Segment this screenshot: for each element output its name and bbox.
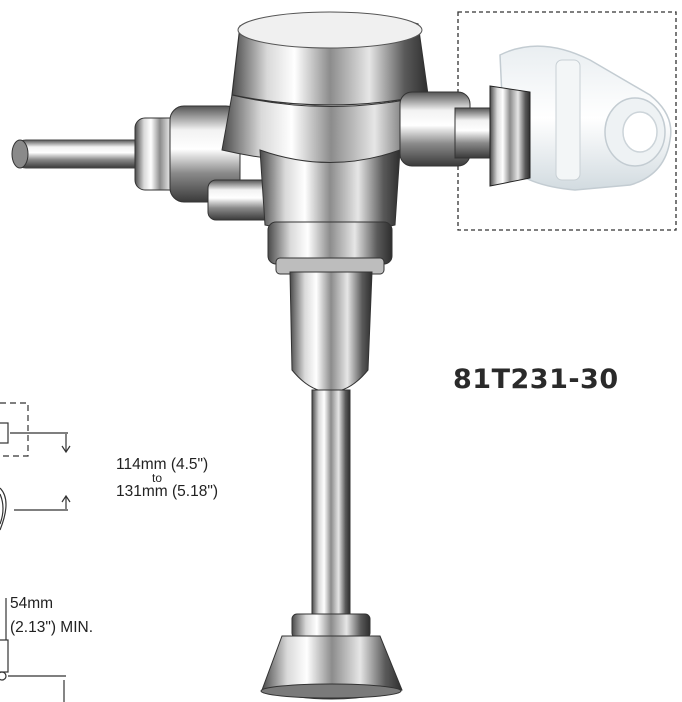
- dimension-drawing: [0, 402, 71, 702]
- tailpiece-pipe: [260, 257, 403, 700]
- valve-body: [221, 11, 441, 265]
- dimension-min-label: 114mm (4.5"): [116, 456, 209, 473]
- dimension-max-label: 131mm (5.18"): [116, 483, 218, 500]
- dimension-joiner-label: to: [152, 471, 163, 485]
- flush-handle: [11, 105, 289, 221]
- clearance-label-line2: (2.13") MIN.: [10, 619, 94, 636]
- spud-connection: [399, 85, 531, 187]
- model-number: 81T231-30: [453, 364, 619, 395]
- clearance-label-line1: 54mm: [10, 595, 54, 612]
- ghost-supply-stop: [499, 45, 672, 191]
